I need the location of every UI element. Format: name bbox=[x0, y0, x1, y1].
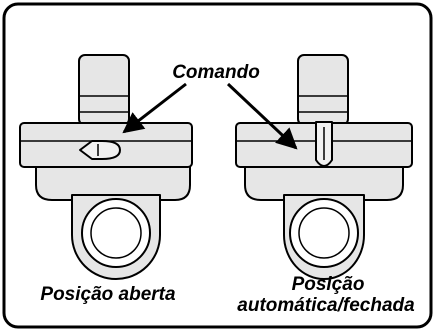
auto-closed-position-label-line2: automática/fechada bbox=[237, 295, 415, 316]
valve-auto-closed-position-icon bbox=[235, 54, 413, 280]
valve-left-port-inner-ring bbox=[90, 207, 142, 259]
valve-right-lower-housing bbox=[244, 164, 404, 201]
valve-right-port-outer-ring bbox=[289, 198, 359, 268]
valve-open-position-icon bbox=[19, 54, 193, 280]
valve-left-port-outer-ring bbox=[81, 198, 151, 268]
command-arrow-left bbox=[122, 82, 187, 134]
command-label: Comando bbox=[172, 62, 260, 83]
auto-closed-position-label-line1: Posição bbox=[292, 274, 365, 295]
valve-left-command-lever bbox=[79, 140, 121, 160]
command-arrow-right bbox=[226, 82, 298, 150]
valve-right-port-inner-ring bbox=[298, 207, 350, 259]
valve-right-top-cap bbox=[297, 54, 349, 126]
open-position-label: Posição aberta bbox=[40, 284, 176, 305]
valve-left-lower-housing bbox=[35, 164, 191, 201]
valve-left-top-cap bbox=[78, 54, 130, 126]
